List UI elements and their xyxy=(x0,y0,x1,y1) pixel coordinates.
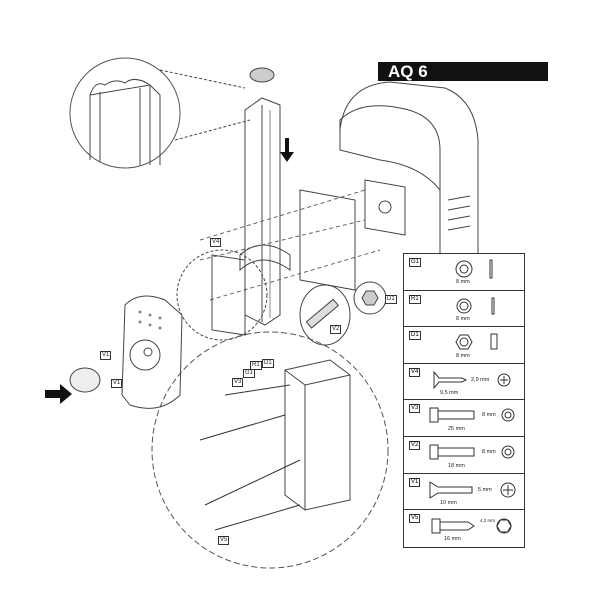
part-dim: 2,9 mm xyxy=(471,376,490,383)
part-code: V2 xyxy=(409,440,421,450)
part-dim: 8 mm xyxy=(456,353,470,360)
bracket xyxy=(284,359,351,511)
part-dim: 16 mm xyxy=(444,536,461,543)
post xyxy=(239,67,291,326)
part-row-v3: V3 8 mm 25 mm xyxy=(404,400,524,437)
bracket-magnifier xyxy=(176,249,268,341)
callout-v4: V4 xyxy=(210,238,222,247)
part-dim: 18 mm xyxy=(448,462,465,469)
part-dim: 8 mm xyxy=(482,412,496,419)
part-code: V4 xyxy=(409,367,421,377)
cap xyxy=(69,367,101,393)
part-row-g1: G1 8 mm xyxy=(404,254,524,291)
hex-self-tapping-screw-icon xyxy=(431,518,512,534)
bracket-detail-circle xyxy=(151,331,389,569)
socket-bolt-icon xyxy=(429,444,515,460)
part-row-r1: R1 8 mm xyxy=(404,291,524,328)
v2-magnifier xyxy=(299,284,351,346)
socket-bolt-icon xyxy=(429,407,515,423)
part-code: R1 xyxy=(409,294,421,304)
countersunk-screw-icon xyxy=(433,370,511,390)
washer-icon xyxy=(455,259,493,279)
part-code: G1 xyxy=(409,258,422,267)
profile-magnifier xyxy=(69,57,251,169)
mounting-plate xyxy=(299,189,356,291)
part-code: V3 xyxy=(409,404,421,414)
part-dim: 10 mm xyxy=(440,499,457,506)
part-dim: 4,2 mm xyxy=(480,518,496,524)
countersunk-screw-icon xyxy=(429,480,516,499)
part-dim: 8 mm xyxy=(456,279,470,285)
callout-v1-a: V1 xyxy=(100,351,112,360)
page-title: AQ 6 xyxy=(378,62,548,81)
part-row-d1: D1 8 mm xyxy=(404,327,524,364)
callout-v5: V5 xyxy=(218,536,230,545)
part-dim: 8 mm xyxy=(456,315,470,322)
part-row-v2: V2 8 mm 18 mm xyxy=(404,437,524,474)
part-row-v1: V1 5 mm 10 mm xyxy=(404,474,524,511)
parts-table: G1 8 mm R1 8 mm D1 8 mm V4 2,9 mm 9,5 mm… xyxy=(403,253,525,548)
lock-washer-icon xyxy=(456,297,495,315)
square-plate xyxy=(364,179,406,236)
callout-v2: V2 xyxy=(330,325,342,334)
part-dim: 25 mm xyxy=(448,426,465,433)
callout-g1: G1 xyxy=(243,369,256,378)
callout-d1-bottom: D1 xyxy=(262,359,274,368)
part-code: V1 xyxy=(409,477,421,487)
part-code: V5 xyxy=(409,514,421,524)
callout-r1: R1 xyxy=(250,361,262,370)
part-row-v5: V5 4,2 mm 16 mm xyxy=(404,510,524,547)
right-arrow-icon xyxy=(45,384,72,404)
callout-v1-b: V1 xyxy=(111,379,123,388)
part-code: D1 xyxy=(409,331,421,341)
part-dim: 9,5 mm xyxy=(440,389,459,396)
side-cover xyxy=(121,295,183,409)
bolts xyxy=(199,384,301,531)
callout-d1-top: D1 xyxy=(385,295,397,304)
part-dim: 8 mm xyxy=(482,448,496,455)
callout-v3: V3 xyxy=(232,378,244,387)
down-arrow-icon xyxy=(280,138,294,162)
motor-housing xyxy=(339,81,479,263)
part-row-v4: V4 2,9 mm 9,5 mm xyxy=(404,364,524,401)
part-dim: 5 mm xyxy=(478,486,492,493)
nut-icon xyxy=(455,333,498,350)
